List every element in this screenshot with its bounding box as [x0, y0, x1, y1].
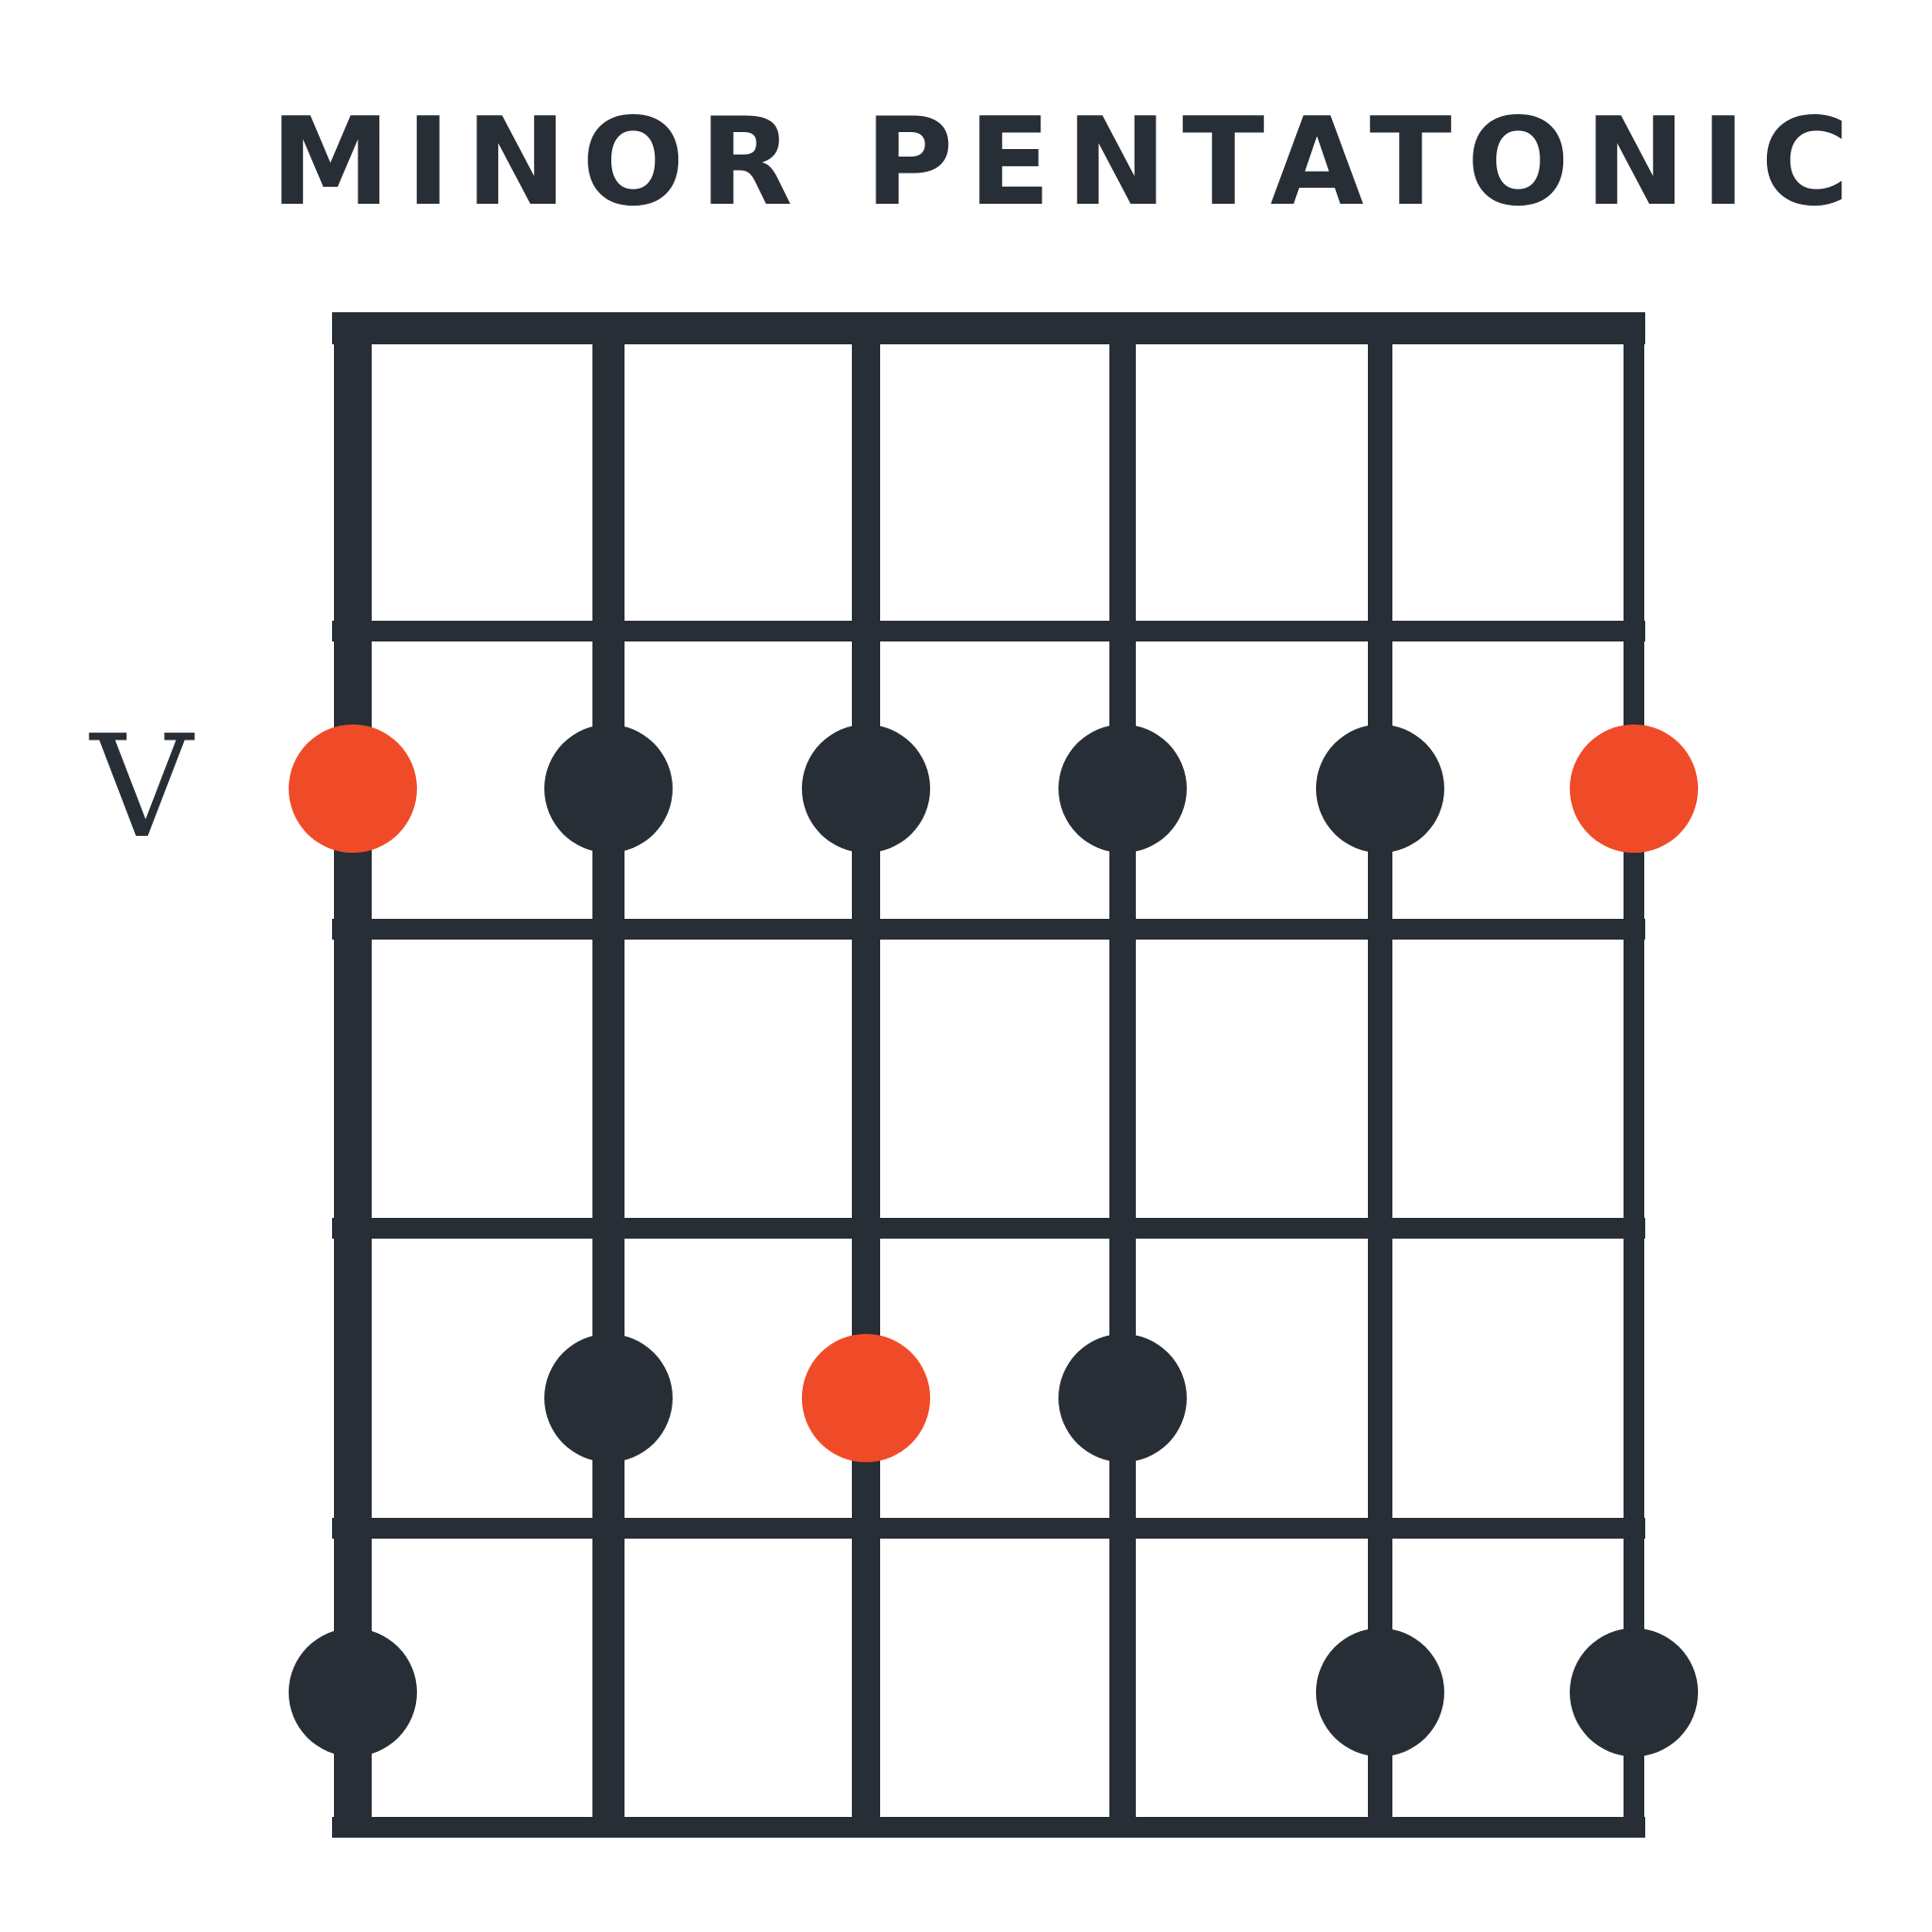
fret-position-label: V [90, 706, 193, 870]
scale-note-dot [544, 1334, 673, 1462]
root-note-dot [289, 724, 417, 853]
note-markers [289, 724, 1698, 1757]
scale-note-dot [544, 724, 673, 853]
scale-note-dot [802, 724, 930, 853]
root-note-dot [802, 1334, 930, 1462]
diagram-title: MINOR PENTATONIC [270, 92, 1865, 233]
scale-note-dot [1316, 724, 1444, 853]
string-lines [334, 319, 1644, 1837]
scale-note-dot [1316, 1628, 1444, 1757]
fret-lines [332, 312, 1645, 1838]
scale-note-dot [289, 1628, 417, 1757]
scale-note-dot [1058, 1334, 1187, 1462]
scale-note-dot [1570, 1628, 1698, 1757]
scale-note-dot [1058, 724, 1187, 853]
root-note-dot [1570, 724, 1698, 853]
